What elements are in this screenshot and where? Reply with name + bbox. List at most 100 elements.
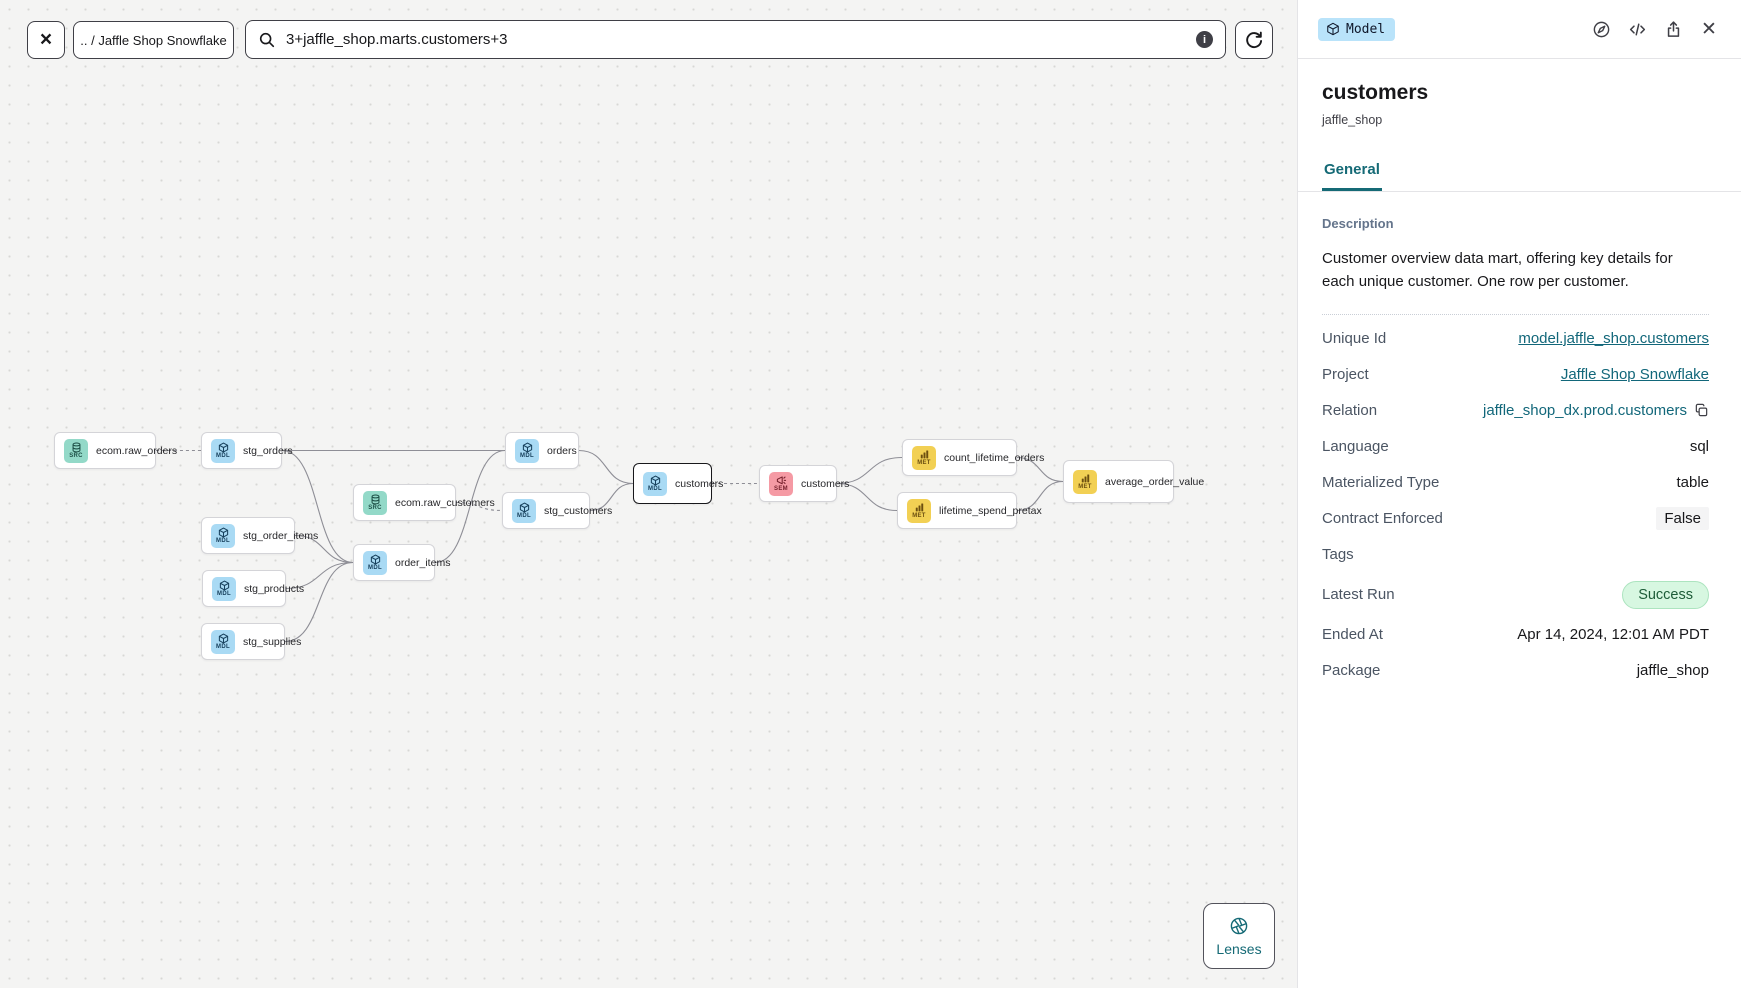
- edge-count_lifetime_orders-to-average_order_value: [1016, 456, 1064, 483]
- model-cube-icon: [218, 527, 228, 537]
- mdl-badge-icon: MDL: [515, 438, 539, 463]
- lineage-search: i: [245, 20, 1226, 59]
- graph-node-count_lifetime_orders[interactable]: MET count_lifetime_orders: [902, 439, 1044, 476]
- field-label: Project: [1322, 366, 1369, 383]
- graph-node-customers[interactable]: MDL customers: [633, 463, 723, 504]
- tab-general[interactable]: General: [1322, 153, 1382, 191]
- code-icon[interactable]: [1627, 19, 1647, 39]
- field-value-relation: jaffle_shop_dx.prod.customers: [1483, 402, 1709, 419]
- field-row-latest-run: Latest Run Success: [1322, 573, 1709, 617]
- mdl-badge-icon: MDL: [512, 498, 536, 523]
- explore-lineage-icon[interactable]: [1591, 19, 1611, 39]
- node-title: customers: [1322, 81, 1429, 104]
- refresh-button[interactable]: [1235, 21, 1273, 59]
- lenses-button[interactable]: Lenses: [1203, 903, 1275, 969]
- graph-node-stg_products[interactable]: MDL stg_products: [202, 570, 304, 607]
- edge-order_items-to-orders: [434, 449, 506, 564]
- field-value-link[interactable]: Jaffle Shop Snowflake: [1560, 366, 1709, 383]
- close-panel-icon[interactable]: ✕: [1701, 18, 1717, 40]
- node-label: stg_products: [244, 582, 305, 595]
- node-package-subtitle: jaffle_shop: [1322, 113, 1383, 127]
- node-label: customers: [675, 477, 724, 490]
- field-row-package: Package jaffle_shop: [1322, 653, 1709, 689]
- edge-stg_products-to-order_items: [285, 561, 354, 590]
- node-label: lifetime_spend_pretax: [939, 504, 1042, 517]
- edge-stg_customers-to-customers: [589, 482, 634, 512]
- node-label: count_lifetime_orders: [944, 451, 1045, 464]
- field-value: sql: [1689, 438, 1709, 455]
- node-label: orders: [547, 444, 577, 457]
- field-label: Materialized Type: [1322, 474, 1440, 491]
- src-badge-icon: SRC: [64, 438, 88, 463]
- model-cube-icon: [519, 502, 529, 512]
- model-cube-icon: [218, 633, 228, 643]
- met-badge-icon: MET: [1073, 469, 1097, 494]
- panel-header: Model ✕: [1298, 0, 1741, 59]
- source-database-icon: [72, 442, 80, 452]
- breadcrumb[interactable]: .. / Jaffle Shop Snowflake: [73, 21, 234, 59]
- field-label: Latest Run: [1322, 586, 1395, 603]
- mdl-badge-icon: MDL: [363, 550, 387, 575]
- model-cube-icon: [522, 442, 532, 452]
- mdl-badge-icon: MDL: [212, 576, 236, 601]
- graph-node-lifetime_spend_pretax[interactable]: MET lifetime_spend_pretax: [897, 492, 1042, 529]
- sem-badge-icon: SEM: [769, 471, 793, 496]
- model-cube-icon: [370, 554, 380, 564]
- divider: [1322, 313, 1709, 315]
- panel-tabs: General: [1298, 153, 1741, 192]
- metric-chart-icon: [1081, 474, 1089, 482]
- description-text: Customer overview data mart, offering ke…: [1322, 250, 1673, 291]
- copy-icon[interactable]: [1694, 403, 1709, 418]
- mdl-badge-icon: MDL: [211, 629, 235, 654]
- field-value-link[interactable]: model.jaffle_shop.customers: [1518, 330, 1709, 347]
- metric-chart-icon: [920, 450, 928, 458]
- info-icon[interactable]: i: [1196, 31, 1213, 48]
- field-label: Package: [1322, 662, 1381, 679]
- node-label: ecom.raw_orders: [96, 444, 178, 457]
- met-badge-icon: MET: [907, 498, 931, 523]
- status-badge: Success: [1622, 580, 1709, 609]
- details-panel: Model ✕: [1297, 0, 1741, 988]
- field-row-project: Project Jaffle Shop Snowflake: [1322, 357, 1709, 393]
- search-input[interactable]: [286, 31, 1186, 48]
- edge-stg_order_items-to-order_items: [294, 534, 354, 564]
- node-label: stg_orders: [243, 444, 293, 457]
- source-database-icon: [371, 494, 379, 504]
- lenses-label: Lenses: [1216, 940, 1262, 957]
- mdl-badge-icon: MDL: [211, 523, 235, 548]
- edge-orders-to-customers: [578, 449, 634, 485]
- model-cube-icon: [218, 442, 228, 452]
- close-graph-button[interactable]: ×: [27, 21, 65, 59]
- mdl-badge-icon: MDL: [643, 471, 667, 496]
- met-badge-icon: MET: [912, 445, 936, 470]
- description-label: Description: [1322, 216, 1394, 231]
- src-badge-icon: SRC: [363, 490, 387, 515]
- refresh-icon: [1246, 31, 1263, 49]
- graph-node-orders[interactable]: MDL orders: [505, 432, 579, 469]
- model-cube-icon: [219, 580, 229, 590]
- field-label: Tags: [1322, 546, 1354, 563]
- field-label: Contract Enforced: [1322, 510, 1443, 527]
- edge-customers_sem-to-count_lifetime_orders: [836, 456, 903, 485]
- edge-stg_orders-to-order_items: [281, 449, 354, 564]
- share-icon[interactable]: [1663, 19, 1683, 39]
- metric-chart-icon: [915, 503, 923, 511]
- graph-node-ecom_raw_orders[interactable]: SRC ecom.raw_orders: [54, 432, 177, 469]
- model-cube-icon: [650, 475, 660, 485]
- field-value: jaffle_shop: [1636, 662, 1709, 679]
